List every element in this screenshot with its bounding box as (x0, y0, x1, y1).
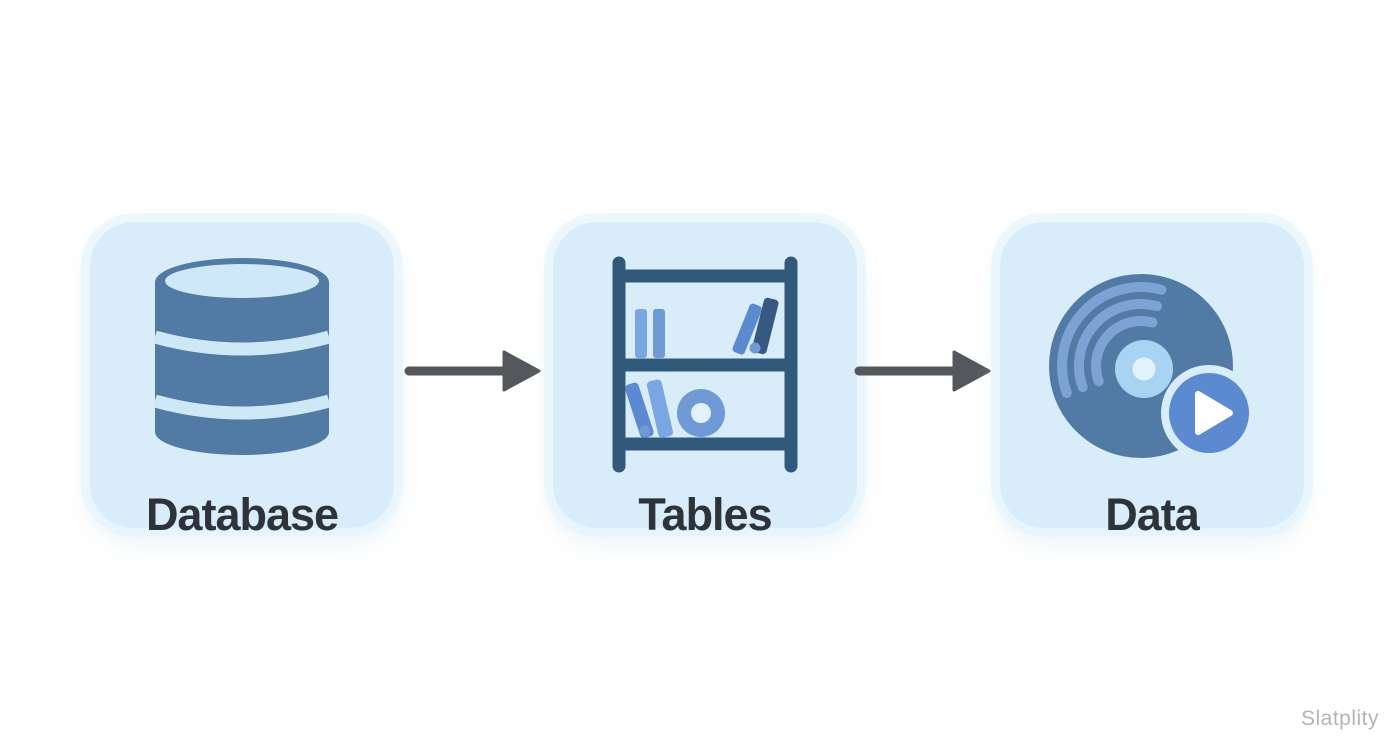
node-card-data: Data (1000, 222, 1304, 537)
node-label-database: Database (145, 489, 339, 540)
node-card-tables: Tables (553, 222, 857, 537)
watermark-text: Slatplity (1300, 707, 1379, 730)
node-card-database: Database (90, 222, 394, 537)
arrow-database-to-tables (404, 350, 541, 392)
bookshelf-icon (553, 253, 857, 475)
database-icon (90, 257, 394, 457)
disc-play-icon (1000, 271, 1304, 467)
node-label-tables: Tables (638, 489, 772, 540)
arrow-tables-to-data (854, 350, 991, 392)
node-label-data: Data (1105, 489, 1200, 540)
